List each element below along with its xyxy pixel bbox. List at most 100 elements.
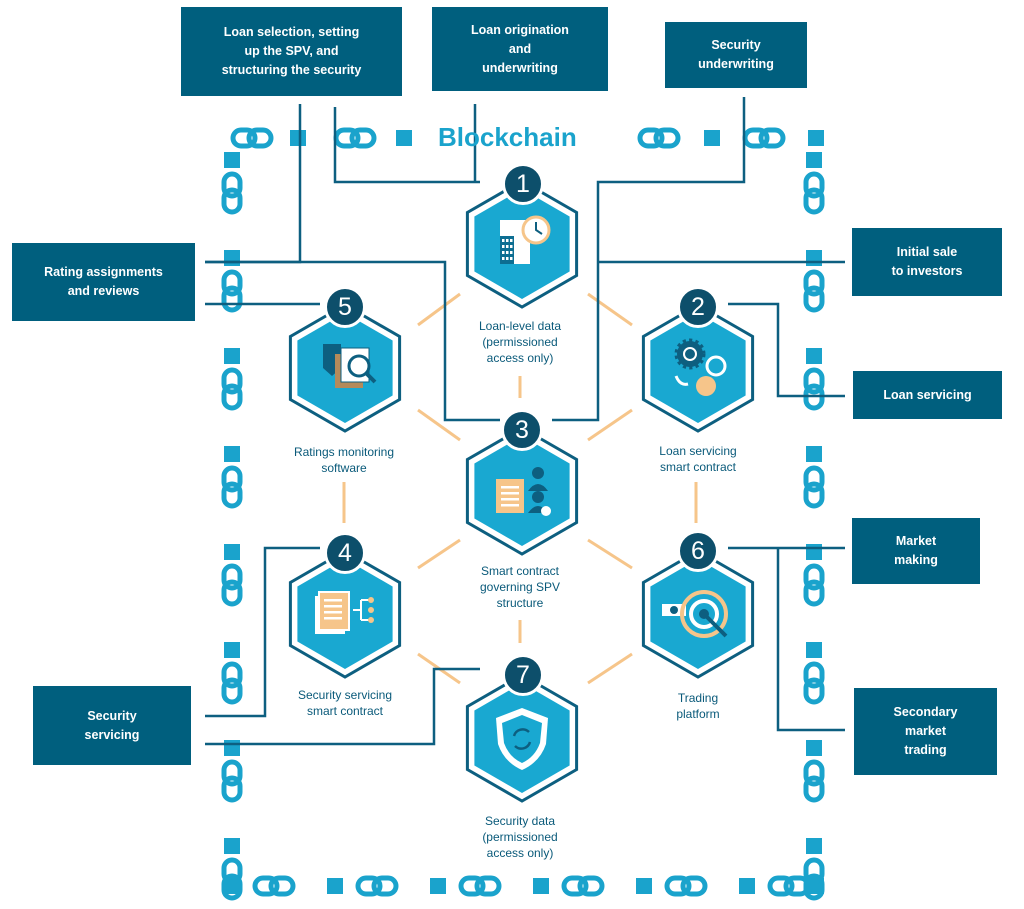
chain-square [704,130,720,146]
chain-square [808,130,824,146]
chain-link [803,465,825,509]
chain-link [333,127,377,149]
chain-square [806,838,822,854]
chain-link [803,661,825,705]
leader-line [776,548,845,732]
hex-fill [650,559,746,669]
chain-link [803,171,825,215]
chain-link [803,857,825,901]
hex-connector [587,292,633,327]
chain-link [561,875,605,897]
box-secondary-trading: Secondary market trading [854,688,997,775]
leader-line [333,107,480,184]
chain-square [224,152,240,168]
chain-link [742,127,786,149]
hex-node-7 [465,673,579,803]
node-7-label: Security data (permissioned access only) [482,814,558,860]
chain-square [430,878,446,894]
chain-square [806,740,822,756]
chain-square [806,250,822,266]
box-loan-servicing: Loan servicing [853,371,1002,419]
chain-link [637,127,681,149]
chain-link [221,269,243,313]
leader-lines [205,97,845,746]
box-security-underwriting: Security underwriting [665,22,807,88]
node-5-label: Ratings monitoring software [293,445,395,475]
chain-square [224,250,240,266]
chain-link [458,875,502,897]
document-people-icon [496,467,551,516]
chain-square [224,642,240,658]
hex-connector [587,408,633,442]
node-4-badge: 4 [324,532,366,574]
leader-line [552,97,746,422]
chain-link [803,563,825,607]
chain-square [806,348,822,364]
chain-square [806,544,822,560]
leader-line [205,667,480,746]
chain-link [221,661,243,705]
chain-square [290,130,306,146]
box-loan-selection: Loan selection, setting up the SPV, and … [181,7,402,96]
chain-link [221,171,243,215]
chain-square [806,446,822,462]
chain-border [221,127,825,901]
box-security-servicing: Security servicing [33,686,191,765]
hex-connector [417,538,461,570]
chain-link [221,465,243,509]
hex-connector [587,538,633,570]
chain-square [224,544,240,560]
documents-branch-icon [315,591,374,634]
chain-link [767,875,811,897]
leader-line [205,260,500,422]
leader-line [728,302,845,398]
chain-square [396,130,412,146]
chain-square [224,446,240,462]
leader-line [205,104,302,264]
chain-link [221,563,243,607]
hex-connectors [342,292,698,685]
node-5-badge: 5 [324,286,366,328]
chain-link [221,857,243,901]
chain-square [806,642,822,658]
chain-link [803,269,825,313]
node-2-badge: 2 [677,286,719,328]
building-clock-icon [500,215,551,264]
hex-node-2 [641,303,755,433]
security-shield-icon [496,708,548,770]
target-dart-icon [662,590,728,638]
hex-connector [417,408,461,442]
node-1-badge: 1 [502,163,544,205]
hex-node-3 [465,426,579,556]
chain-link [221,759,243,803]
box-initial-sale: Initial sale to investors [852,228,1002,296]
hex-fill [650,313,746,423]
chain-link [803,367,825,411]
chain-square [806,152,822,168]
node-2-label: Loan servicing smart contract [659,444,737,474]
box-rating-assignments: Rating assignments and reviews [12,243,195,321]
hex-node-4 [288,549,402,679]
node-6-badge: 6 [677,530,719,572]
chain-square [224,740,240,756]
chain-square [327,878,343,894]
node-7-badge: 7 [502,654,544,696]
box-loan-origination: Loan origination and underwriting [432,7,608,91]
hex-nodes [288,179,755,803]
chain-square [739,878,755,894]
chain-square [533,878,549,894]
chain-link [252,875,296,897]
hex-connector [417,292,461,327]
box-market-making: Market making [852,518,980,584]
chain-link [230,127,274,149]
chain-link [803,759,825,803]
chain-square [224,348,240,364]
node-3-badge: 3 [501,409,543,451]
leader-line [205,546,320,718]
chain-square [636,878,652,894]
node-6-label: Trading platform [676,691,720,721]
gears-dollar-icon [674,338,727,396]
hex-node-5 [288,303,402,433]
